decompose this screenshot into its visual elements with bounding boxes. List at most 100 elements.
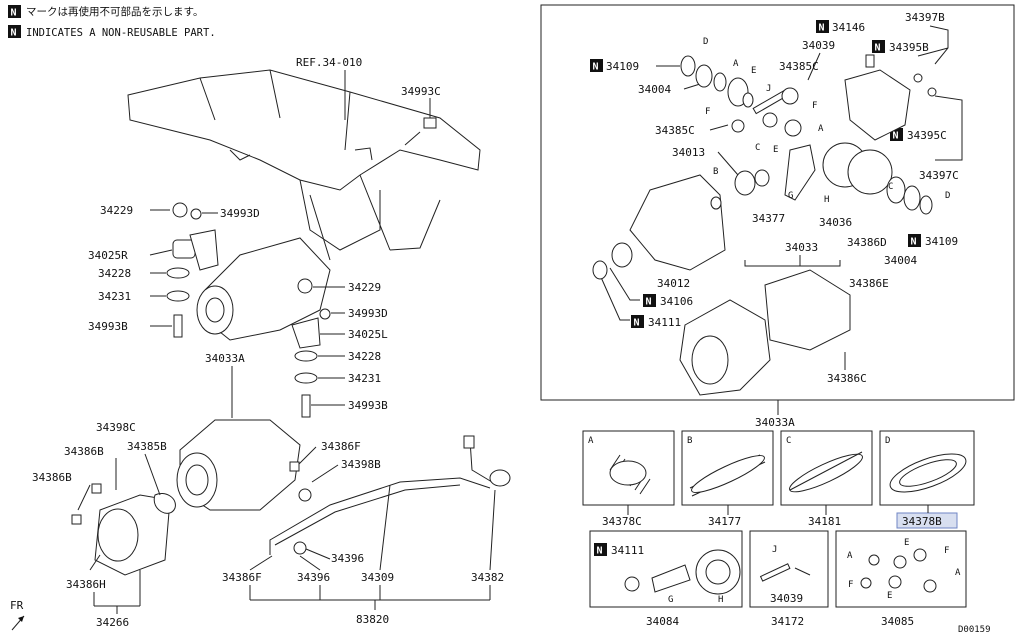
non-reusable-badge: N [11, 8, 17, 19]
spring-kit-c-icon [789, 451, 863, 493]
svg-text:N: N [593, 62, 599, 73]
kit-box-d[interactable]: D [879, 430, 975, 506]
label-34386b-top: 34386B [64, 445, 104, 458]
exploded-parts-drawing [592, 54, 937, 396]
svg-text:C: C [786, 436, 791, 446]
kit-box-a[interactable]: A [582, 430, 675, 506]
kit-box-b[interactable]: B [681, 430, 774, 506]
label-34386d: 34386D [847, 236, 887, 249]
label-34033: 34033 [785, 241, 818, 254]
label-34109-top-group: N 34109 [590, 59, 639, 73]
kit-box-34084[interactable]: N 34111 G H [589, 530, 743, 608]
notice-en-text: INDICATES A NON-REUSABLE PART. [26, 27, 216, 39]
label-34039-right: 34039 [802, 39, 835, 52]
svg-text:H: H [718, 595, 723, 605]
svg-text:N: N [646, 297, 652, 308]
highlight-34378b [896, 512, 958, 529]
label-34385b: 34385B [127, 440, 167, 453]
label-34386f-bottom: 34386F [222, 571, 262, 584]
bolt-34993c [404, 98, 437, 146]
svg-text:E: E [904, 538, 909, 548]
differential-carrier-upper [196, 237, 331, 341]
label-34386f-top: 34386F [321, 440, 361, 453]
non-reusable-badge: N [11, 28, 17, 39]
notice-en: N INDICATES A NON-REUSABLE PART. [8, 25, 216, 39]
side-gear-set-icon [860, 548, 937, 593]
letter-c-2: C [888, 182, 893, 192]
mount-r-assembly [166, 202, 219, 338]
label-34012: 34012 [657, 277, 690, 290]
svg-text:A: A [847, 551, 853, 561]
label-34377: 34377 [752, 212, 785, 225]
label-34993d-r: 34993D [220, 207, 260, 220]
kit-d-label[interactable]: 34378B [902, 515, 942, 528]
label-34386c: 34386C [827, 372, 867, 385]
svg-text:A: A [955, 568, 961, 578]
pinion-ring-gear-icon [624, 549, 741, 595]
label-34013: 34013 [672, 146, 705, 159]
letter-d-1: D [703, 37, 708, 47]
label-34266: 34266 [96, 616, 129, 629]
kit-a-label: 34378C [602, 515, 642, 528]
label-34229-r: 34229 [100, 204, 133, 217]
label-34993b-r: 34993B [88, 320, 128, 333]
svg-text:N: N [911, 237, 917, 248]
kit-34172-label: 34172 [771, 615, 804, 628]
notice-jp-text: マークは再使用不可部品を示します。 [26, 5, 203, 18]
letter-f-1: F [705, 107, 710, 117]
label-34004-top: 34004 [638, 83, 671, 96]
label-34397b: 34397B [905, 11, 945, 24]
label-34146: 34146 [832, 21, 865, 34]
svg-text:B: B [687, 436, 692, 446]
kit-box-34172[interactable]: J 34039 [749, 530, 829, 608]
label-34993c: 34993C [401, 85, 441, 98]
differential-carrier-lower [94, 419, 301, 576]
label-34395c: 34395C [907, 129, 947, 142]
label-34109-top: 34109 [606, 60, 639, 73]
svg-text:F: F [848, 580, 853, 590]
label-34395c-group: N 34395C [890, 128, 947, 142]
letter-h-1: H [824, 195, 829, 205]
label-34109-right: 34109 [925, 235, 958, 248]
svg-text:N: N [893, 131, 899, 142]
svg-text:D: D [885, 436, 890, 446]
label-34386b-left: 34386B [32, 471, 72, 484]
label-34398b: 34398B [341, 458, 381, 471]
kit-box-34085[interactable]: A E F F E A [835, 530, 967, 608]
label-34386e: 34386E [849, 277, 889, 290]
spring-kit-d-icon [889, 453, 967, 493]
kit-c-label: 34181 [808, 515, 841, 528]
label-34033a-left: 34033A [205, 352, 245, 365]
footer-code: D00159 [958, 625, 991, 635]
letter-j-1: J [766, 84, 771, 94]
kit-34085-label: 34085 [881, 615, 914, 628]
label-34228-l: 34228 [348, 350, 381, 363]
label-34111-right-group: N 34111 [631, 315, 681, 329]
label-34385c-mid: 34385C [655, 124, 695, 137]
label-34993b-l: 34993B [348, 399, 388, 412]
label-34993d-l: 34993D [348, 307, 388, 320]
label-34396-bottom: 34396 [297, 571, 330, 584]
kit-34172-inner-label: 34039 [770, 592, 803, 605]
label-34004-right: 34004 [884, 254, 917, 267]
pin-icon [759, 563, 811, 582]
letter-e-2: E [773, 145, 778, 155]
label-34386h: 34386H [66, 578, 106, 591]
ref-label: REF.34-010 [296, 56, 362, 69]
label-34398c: 34398C [96, 421, 136, 434]
label-34106: 34106 [660, 295, 693, 308]
label-34385c-top: 34385C [779, 60, 819, 73]
letter-c-1: C [755, 143, 760, 153]
label-83820: 83820 [356, 613, 389, 626]
label-34309: 34309 [361, 571, 394, 584]
svg-text:F: F [944, 546, 949, 556]
svg-text:E: E [887, 591, 892, 601]
letter-g-1: G [788, 191, 793, 201]
label-34397c: 34397C [919, 169, 959, 182]
kit-box-c[interactable]: C [780, 430, 873, 506]
letter-a-2: A [818, 124, 824, 134]
letter-a-1: A [733, 59, 739, 69]
label-34109-right-group: N 34109 [908, 234, 958, 248]
kit-b-label: 34177 [708, 515, 741, 528]
